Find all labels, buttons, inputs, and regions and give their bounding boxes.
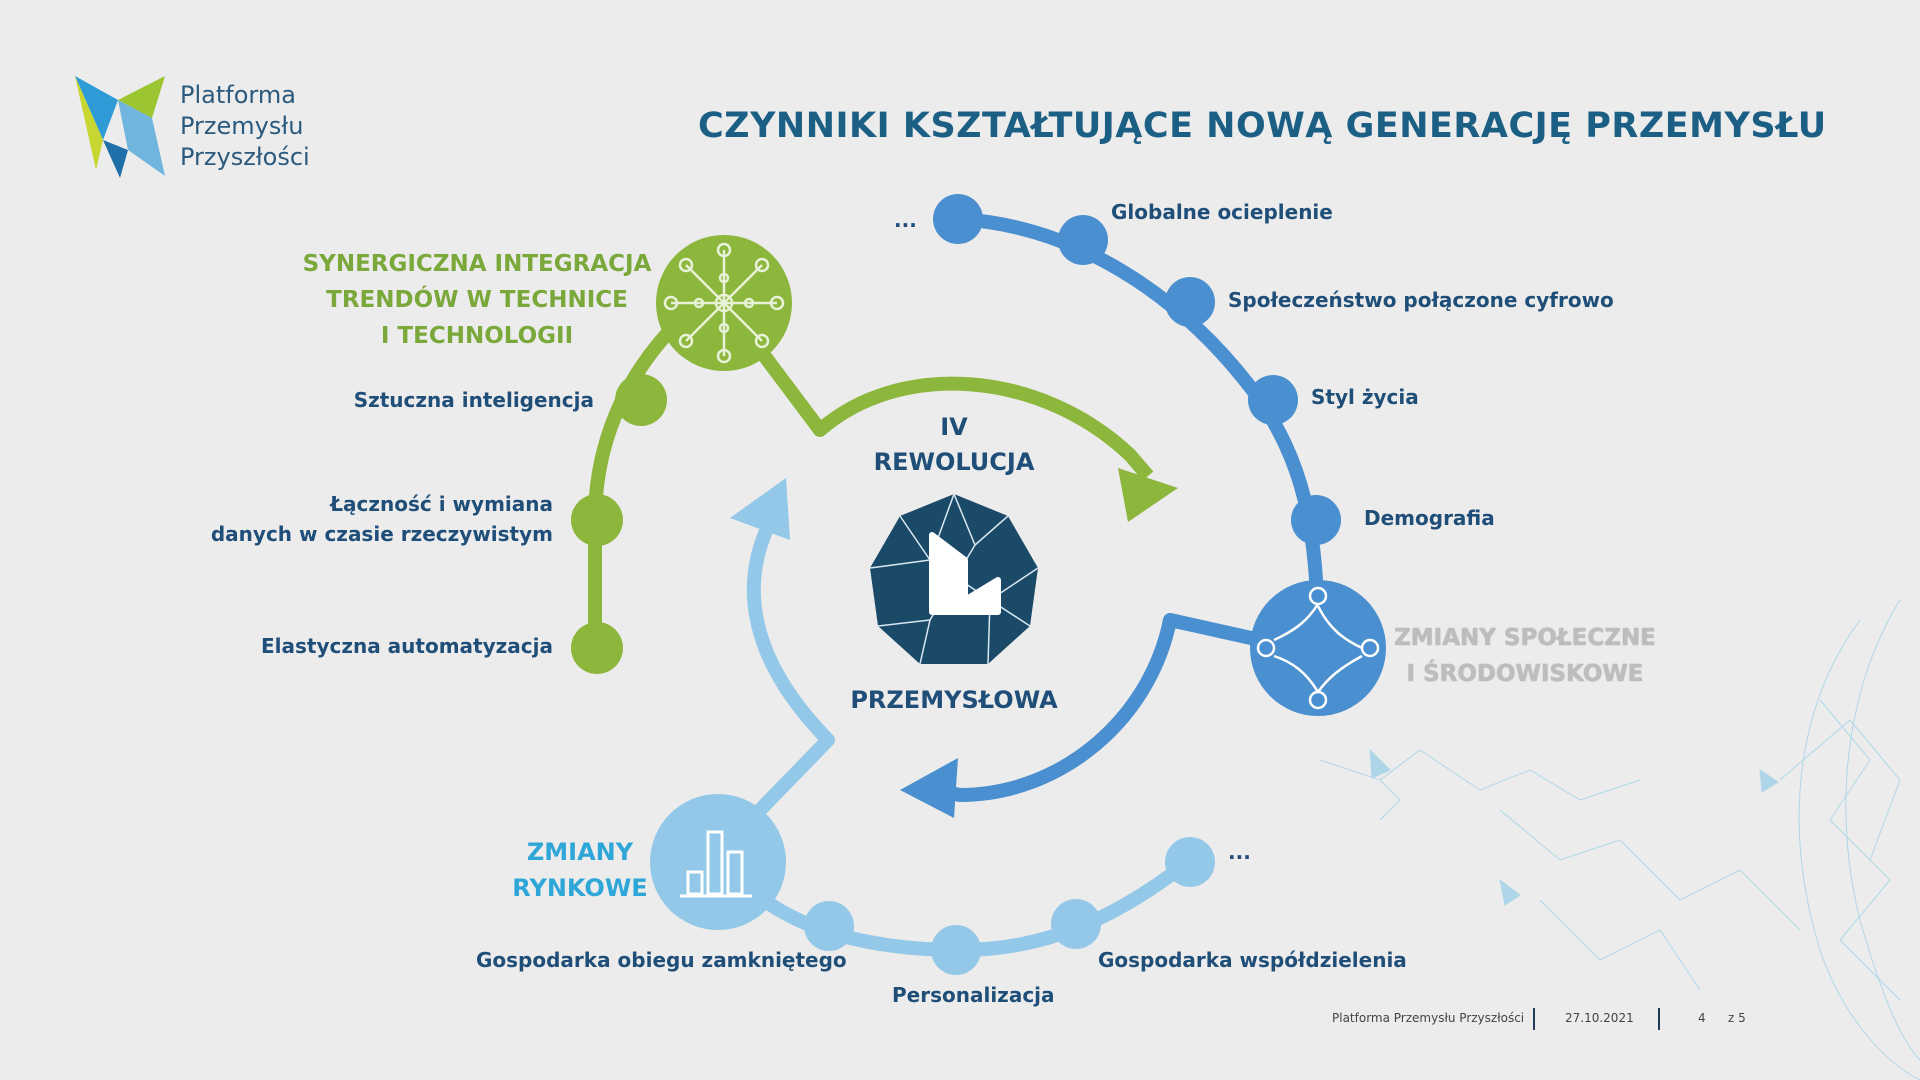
market-item-4: ... (1228, 840, 1251, 864)
page-title: CZYNNIKI KSZTAŁTUJĄCE NOWĄ GENERACJĘ PRZ… (698, 106, 1827, 146)
blue-arrowhead-icon (900, 758, 958, 818)
technology-item-2: Łączność i wymiana danych w czasie rzecz… (210, 492, 553, 546)
center-title-top: IV REWOLUCJA (873, 413, 1035, 476)
market-node-2 (931, 925, 981, 975)
lightblue-arrowhead-icon (730, 478, 790, 540)
footer-page: 4 (1698, 1011, 1706, 1025)
social-node-0 (933, 194, 983, 244)
market-item-2: Personalizacja (892, 983, 1055, 1007)
market-node-4 (1165, 837, 1215, 887)
market-node-1 (804, 901, 854, 951)
bar-chart-icon (680, 830, 752, 898)
social-node-2 (1165, 277, 1215, 327)
social-header: ZMIANY SPOŁECZNE I ŚRODOWISKOWE (1394, 625, 1656, 687)
footer-page-total: z 5 (1728, 1011, 1746, 1025)
green-arrowhead-icon (1118, 468, 1178, 522)
market-hub (650, 794, 786, 930)
footer-separator (1533, 1008, 1535, 1030)
center-title-bottom: PRZEMYSŁOWA (850, 686, 1058, 714)
social-item-0: ... (894, 208, 917, 232)
footer-separator (1658, 1008, 1660, 1030)
social-node-3 (1248, 375, 1298, 425)
footer-org: Platforma Przemysłu Przyszłości (1332, 1011, 1525, 1025)
market-header: ZMIANY RYNKOWE (512, 838, 648, 902)
network-hub-icon (663, 242, 785, 364)
footer-date: 27.10.2021 (1565, 1011, 1634, 1025)
social-item-4: Demografia (1364, 506, 1495, 530)
technology-item-1: Sztuczna inteligencja (353, 388, 594, 412)
market-node-3 (1051, 899, 1101, 949)
social-item-3: Styl życia (1311, 385, 1419, 409)
social-arc (900, 194, 1386, 818)
technology-arc (571, 235, 1178, 674)
technology-node-3 (571, 622, 623, 674)
social-item-1: Globalne ocieplenie (1111, 200, 1333, 224)
logo-mark-icon (75, 76, 165, 178)
factory-icon (869, 493, 1039, 665)
social-node-1 (1058, 215, 1108, 265)
market-arc (650, 478, 1215, 975)
logo-text: Platforma Przemysłu Przyszłości (180, 81, 310, 171)
market-item-1: Gospodarka obiegu zamkniętego (476, 948, 847, 972)
social-item-2: Społeczeństwo połączone cyfrowo (1228, 288, 1614, 312)
technology-item-3: Elastyczna automatyzacja (260, 634, 553, 658)
social-hub (1250, 580, 1386, 716)
technology-node-1 (615, 374, 667, 426)
technology-node-2 (571, 494, 623, 546)
market-item-3: Gospodarka współdzielenia (1098, 948, 1407, 972)
cycle-arrows-icon (1256, 586, 1380, 710)
social-node-4 (1291, 495, 1341, 545)
technology-header: SYNERGICZNA INTEGRACJA TRENDÓW W TECHNIC… (302, 251, 652, 349)
network-decoration (1319, 599, 1920, 1080)
